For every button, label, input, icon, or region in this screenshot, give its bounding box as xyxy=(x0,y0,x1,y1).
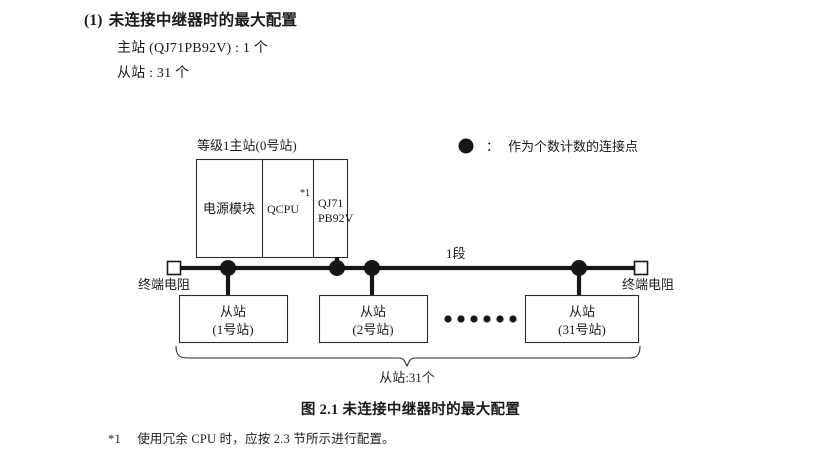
segment-label: 1段 xyxy=(446,246,466,261)
footnote-text: 使用冗余 CPU 时，应按 2.3 节所示进行配置。 xyxy=(137,432,395,446)
slave-2-label-line1: 从站 xyxy=(360,304,386,319)
master-station-label: 等级1主站(0号站) xyxy=(197,138,297,153)
master-rack-outline xyxy=(195,158,349,259)
spec-slave-count: 从站 : 31 个 xyxy=(117,66,190,81)
module-qcpu-label: QCPU xyxy=(267,202,299,216)
legend: ： 作为个数计数的连接点 xyxy=(458,138,638,154)
brace-label: 从站:31个 xyxy=(379,370,435,385)
slave-1-label-line2: (1号站) xyxy=(212,322,253,337)
connection-point-slave-2 xyxy=(364,260,380,276)
section-number: (1) xyxy=(84,12,103,29)
terminator-right-label: 终端电阻 xyxy=(622,277,674,292)
section-heading: (1) 未连接中继器时的最大配置 xyxy=(84,8,297,30)
module-qj71-label-line1: QJ71 xyxy=(318,196,343,210)
slave-count-brace xyxy=(175,345,641,368)
connection-point-master xyxy=(329,260,345,276)
spec-master-count: 主站 (QJ71PB92V) : 1 个 xyxy=(117,41,269,56)
slave-station-box-2 xyxy=(318,294,429,344)
module-power-supply-label: 电源模块 xyxy=(203,201,255,216)
terminator-left-icon xyxy=(166,260,182,276)
connection-point-slave-31 xyxy=(571,260,587,276)
slave-31-label-line2: (31号站) xyxy=(558,322,606,337)
slave-station-box-1 xyxy=(178,294,289,344)
slave-station-box-31 xyxy=(524,294,640,344)
footnote-mark: *1 xyxy=(108,432,121,446)
figure-caption: 图 2.1 未连接中继器时的最大配置 xyxy=(300,402,521,418)
terminator-right-icon xyxy=(633,260,649,276)
slave-31-label-line1: 从站 xyxy=(569,304,595,319)
terminator-left-label: 终端电阻 xyxy=(138,277,190,292)
slave-2-label-line2: (2号站) xyxy=(352,322,393,337)
qcpu-footnote-mark: *1 xyxy=(300,188,310,199)
footnote: *1 使用冗余 CPU 时，应按 2.3 节所示进行配置。 xyxy=(108,428,395,447)
legend-text: 作为个数计数的连接点 xyxy=(508,139,638,154)
connection-point-slave-1 xyxy=(220,260,236,276)
legend-dot-icon xyxy=(458,138,474,154)
module-qj71-label-line2: PB92V xyxy=(318,211,354,225)
slave-1-label-line1: 从站 xyxy=(220,304,246,319)
section-title: 未连接中继器时的最大配置 xyxy=(108,12,298,29)
ellipsis-dots xyxy=(444,315,517,323)
master-station-rack: 电源模块 QCPU *1 QJ71 PB92V xyxy=(195,158,354,259)
legend-separator: ： xyxy=(486,139,499,154)
